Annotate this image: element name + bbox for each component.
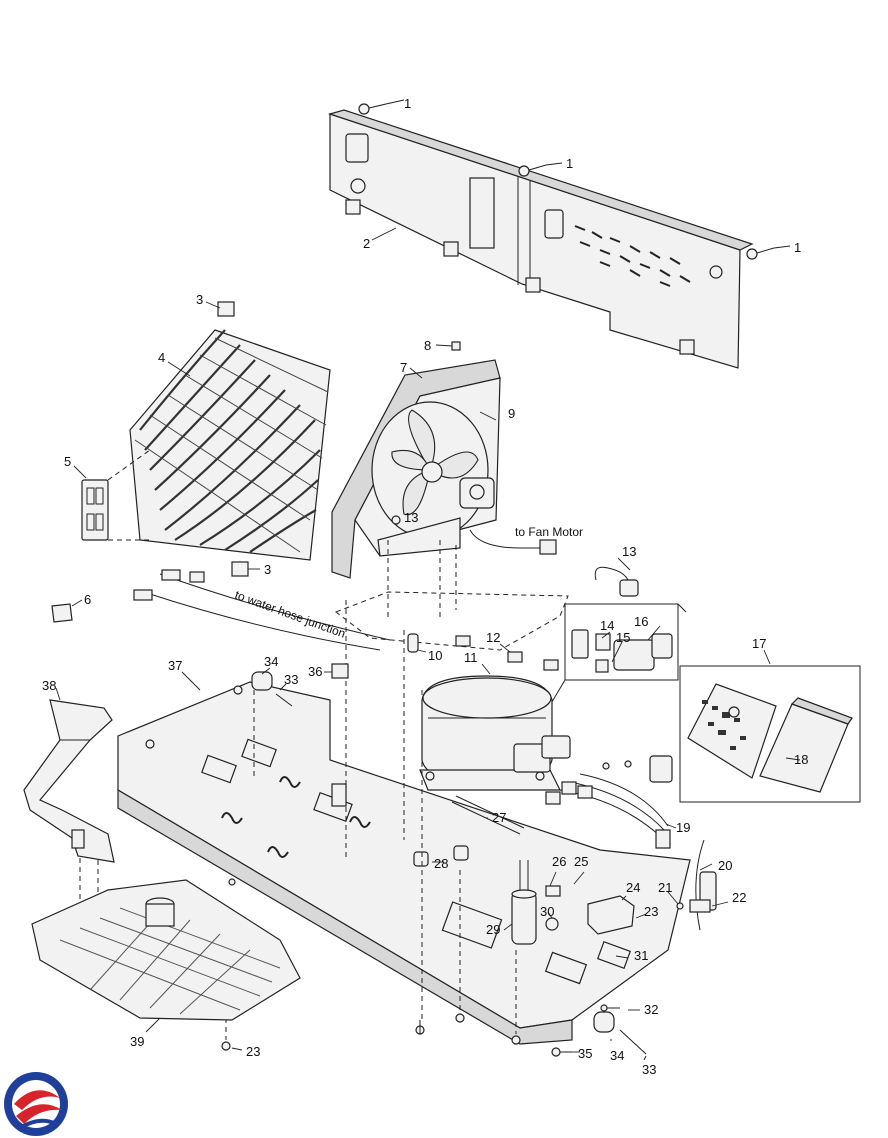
base-pan <box>117 681 691 1045</box>
callout-2: 2 <box>363 236 370 251</box>
callout-28: 28 <box>434 856 448 871</box>
base-pan-cutouts <box>201 738 632 985</box>
callout-16: 16 <box>634 614 648 629</box>
callout-34: 34 <box>610 1048 624 1063</box>
callout-37: 37 <box>168 658 182 673</box>
screw-8 <box>451 341 461 351</box>
drain-bracket <box>23 699 115 863</box>
callout-17: 17 <box>752 636 766 651</box>
clip-10 <box>407 633 419 653</box>
callout-18: 18 <box>794 752 808 767</box>
compressor <box>419 675 561 791</box>
plug-34-bottom <box>593 1011 615 1033</box>
clip-36 <box>331 663 349 679</box>
callout-35: 35 <box>578 1046 592 1061</box>
callout-3: 3 <box>264 562 271 577</box>
control-board-inset <box>679 665 861 803</box>
callout-31: 31 <box>634 948 648 963</box>
power-cord <box>594 566 639 597</box>
callout-3: 3 <box>196 292 203 307</box>
callout-22: 22 <box>732 890 746 905</box>
callout-30: 30 <box>540 904 554 919</box>
thermostat-sensor <box>676 839 717 931</box>
callout-36: 36 <box>308 664 322 679</box>
rod-33-bottom <box>619 1029 647 1055</box>
fan-motor <box>459 477 495 509</box>
callout-1: 1 <box>794 240 801 255</box>
capacitor <box>511 860 537 945</box>
callout-9: 9 <box>508 406 515 421</box>
rear-panel <box>327 109 754 369</box>
callout-1: 1 <box>566 156 573 171</box>
callout-numbers: 1 1 1 2 3 3 4 5 6 7 8 9 10 11 12 13 13 1… <box>42 96 808 1077</box>
callout-21: 21 <box>658 880 672 895</box>
coil-bracket <box>81 479 109 541</box>
water-hose-wiring <box>133 569 391 651</box>
callout-4: 4 <box>158 350 165 365</box>
drip-tray <box>31 879 301 1021</box>
vent-slots <box>574 225 691 287</box>
callout-20: 20 <box>718 858 732 873</box>
panel-recess <box>469 177 495 249</box>
callout-25: 25 <box>574 854 588 869</box>
base-pan-hooks <box>221 776 371 858</box>
callout-14: 14 <box>600 618 614 633</box>
callout-29: 29 <box>486 922 500 937</box>
callout-15: 15 <box>616 630 630 645</box>
wire-harness <box>545 755 673 849</box>
callout-1: 1 <box>404 96 411 111</box>
callout-38: 38 <box>42 678 56 693</box>
callout-11: 11 <box>464 650 478 665</box>
callout-27: 27 <box>492 810 506 825</box>
callout-24: 24 <box>626 880 640 895</box>
clip-26 <box>545 885 561 897</box>
rod-33-top <box>233 685 293 707</box>
grommet-28 <box>413 845 469 867</box>
callout-13: 13 <box>622 544 636 559</box>
callout-39: 39 <box>130 1034 144 1049</box>
callout-10: 10 <box>428 648 442 663</box>
callout-32: 32 <box>644 1002 658 1017</box>
panel-cutout <box>345 133 369 163</box>
grommet-30 <box>545 917 559 931</box>
screws-bottom <box>221 878 620 1057</box>
callout-26: 26 <box>552 854 566 869</box>
clip-6 <box>51 603 73 623</box>
callout-7: 7 <box>400 360 407 375</box>
relay-inset-box <box>564 603 679 681</box>
callout-13: 13 <box>404 510 418 525</box>
callout-6: 6 <box>84 592 91 607</box>
brand-logo <box>4 1072 68 1136</box>
callout-23: 23 <box>246 1044 260 1059</box>
screw-1-right <box>746 247 775 260</box>
screw-1-mid <box>518 164 547 177</box>
screw-1-top <box>358 103 387 115</box>
callout-23: 23 <box>644 904 658 919</box>
callout-33: 33 <box>284 672 298 687</box>
coil-clip-3-top <box>217 301 235 317</box>
evaporator-coil <box>129 329 331 561</box>
callout-19: 19 <box>676 820 690 835</box>
to-fan-motor-label: to Fan Motor <box>515 525 583 539</box>
compressor-terminal <box>513 735 571 773</box>
start-relay <box>587 895 635 935</box>
coil-clip-3-bottom <box>231 561 249 577</box>
callout-5: 5 <box>64 454 71 469</box>
clip-12 <box>455 635 559 671</box>
plug-34-top <box>251 671 273 691</box>
fan-shroud <box>331 359 501 579</box>
callout-34: 34 <box>264 654 278 669</box>
callout-33: 33 <box>642 1062 656 1077</box>
callout-8: 8 <box>424 338 431 353</box>
callout-12: 12 <box>486 630 500 645</box>
